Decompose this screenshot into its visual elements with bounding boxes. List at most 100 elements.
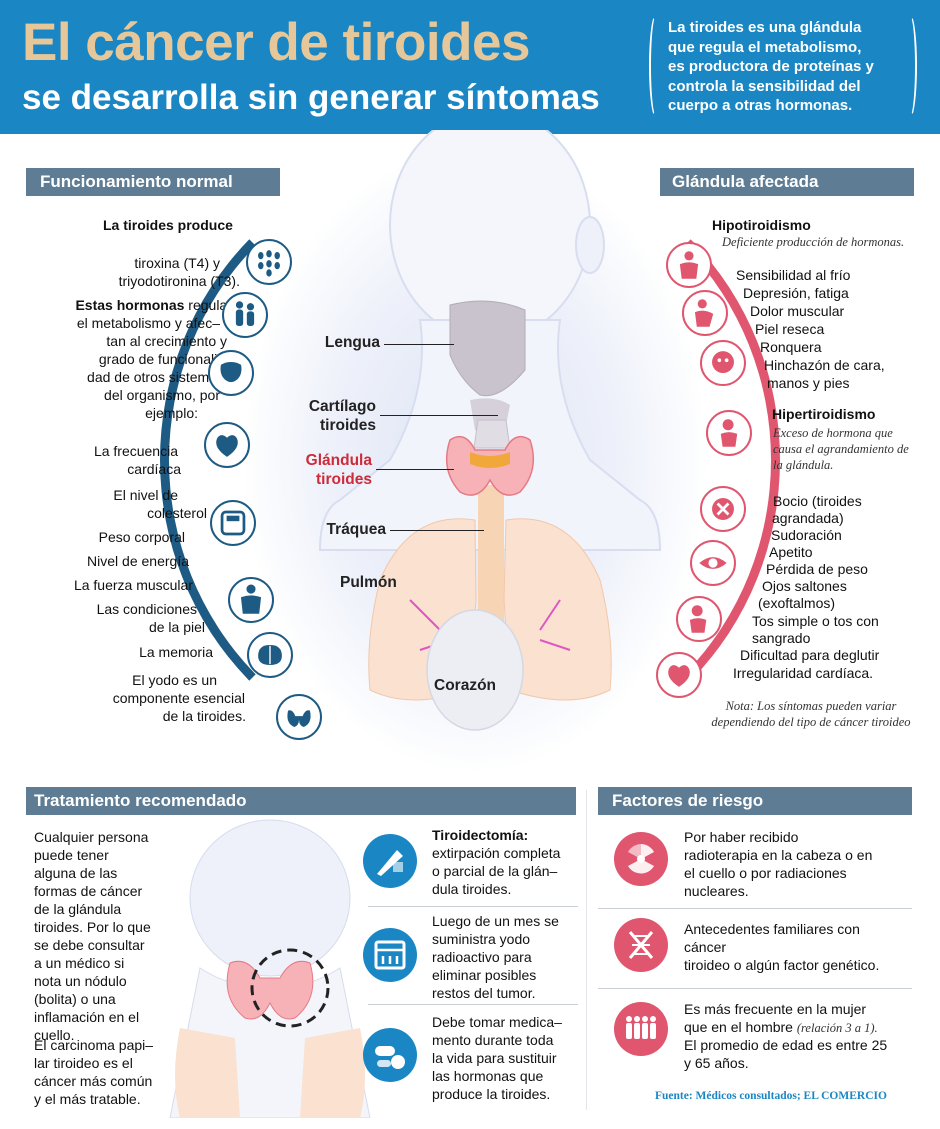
example-memory: La memoria	[139, 644, 213, 660]
iodine-line-1: componente esencial	[112, 690, 245, 706]
hypo-symptom-6: manos y pies	[767, 375, 850, 391]
calendar-icon	[363, 928, 417, 982]
scalpel-icon	[363, 834, 417, 888]
treatment-divider-1	[368, 906, 578, 907]
column-separator	[586, 790, 587, 1110]
regulate-line-0: Estas hormonas regulan	[75, 297, 235, 313]
hormone-t4: tiroxina (T4) y	[134, 255, 220, 271]
section-treatment-heading: Tratamiento recomendado	[26, 787, 576, 815]
hypo-title: Hipotiroidismo	[712, 217, 811, 233]
right-arc	[180, 150, 780, 770]
tired-person-icon	[682, 290, 728, 336]
hypo-symptom-4: Ronquera	[760, 339, 822, 355]
hyper-symptom-5: Ojos saltones	[762, 578, 847, 594]
risk-divider-1	[598, 908, 912, 909]
label-traquea: Tráquea	[326, 521, 386, 538]
regulate-line-1: el metabolismo y afec–	[76, 315, 220, 331]
heart-organ-icon	[656, 652, 702, 698]
eye-icon	[690, 540, 736, 586]
hormone-t3: triyodotironina (T3).	[118, 273, 240, 289]
hypo-symptom-2: Dolor muscular	[750, 303, 845, 319]
example-heart-rate-1: La frecuencia	[93, 443, 178, 459]
label-lengua: Lengua	[324, 334, 380, 351]
left-arc	[160, 150, 760, 770]
cold-person-icon	[666, 242, 712, 288]
risk-item-1: Antecedentes familiares con cáncer tiroi…	[684, 921, 880, 973]
hyper-symptom-2: Sudoración	[771, 527, 842, 543]
hyper-title: Hipertiroidismo	[772, 406, 876, 422]
heart-icon	[204, 422, 250, 468]
hyper-symptom-0: Bocio (tiroides	[773, 493, 862, 509]
carcinoma-text: El carcinoma papi– lar tiroideo es el cá…	[34, 1037, 154, 1107]
people-growth-icon	[222, 292, 268, 338]
label-pulmon: Pulmón	[340, 574, 397, 591]
hormone-dots-icon	[246, 239, 292, 285]
example-weight: Peso corporal	[98, 529, 185, 545]
treatment-intro: Cualquier persona puede tener alguna de …	[34, 829, 151, 1043]
hypo-symptom-1: Depresión, fatiga	[743, 285, 849, 301]
header-intro-text: La tiroides es una glándula que regula e…	[668, 19, 874, 114]
face-swelling-icon	[700, 340, 746, 386]
right-parenthesis	[903, 14, 917, 118]
radiation-icon	[614, 832, 668, 886]
brain-icon	[247, 632, 293, 678]
patient-illustration	[169, 819, 371, 1118]
organs-icon	[208, 350, 254, 396]
regulate-line-5: del organismo, por	[104, 387, 220, 403]
example-skin-1: Las condiciones	[96, 601, 197, 617]
source-credit: Fuente: Médicos consultados; EL COMERCIO	[655, 1090, 887, 1102]
regulate-line-2: tan al crecimiento y	[106, 333, 227, 349]
thyroid-icon	[276, 694, 322, 740]
regulate-line-6: ejemplo:	[145, 405, 198, 421]
label-corazon: Corazón	[434, 677, 496, 694]
regulate-line-3: grado de funcionali–	[98, 351, 225, 367]
sweat-appetite-icon	[700, 486, 746, 532]
example-energy: Nivel de energía	[87, 553, 189, 569]
header-banner: El cáncer de tiroides se desarrolla sin …	[0, 0, 940, 134]
treatment-item-0: Tiroidectomía: extirpación completa o pa…	[432, 827, 561, 897]
hyper-symptom-8: sangrado	[752, 630, 811, 646]
hyper-symptom-4: Pérdida de peso	[766, 561, 868, 577]
hypo-symptom-0: Sensibilidad al frío	[736, 267, 851, 283]
dna-icon	[614, 918, 668, 972]
example-cholesterol-2: colesterol	[147, 505, 207, 521]
example-heart-rate-2: cardíaca	[127, 461, 181, 477]
leader-traquea	[390, 530, 484, 531]
example-muscle: La fuerza muscular	[73, 577, 193, 593]
section-affected-heading: Glándula afectada	[660, 168, 914, 196]
hyper-symptom-1: agrandada)	[772, 510, 844, 526]
women-group-icon	[614, 1002, 668, 1056]
treatment-item-2: Debe tomar medica– mento durante toda la…	[432, 1014, 562, 1102]
hyper-symptom-6: (exoftalmos)	[758, 595, 836, 611]
subtitle: se desarrolla sin generar síntomas	[22, 78, 600, 117]
hyper-symptom-9: Dificultad para deglutir	[740, 647, 880, 663]
risk-item-2: Es más frecuente en la mujer que en el h…	[684, 1001, 888, 1071]
goiter-person-icon	[706, 410, 752, 456]
example-cholesterol-1: El nivel de	[113, 487, 178, 503]
main-title: El cáncer de tiroides	[22, 13, 530, 72]
treatment-divider-2	[368, 1004, 578, 1005]
risk-divider-2	[598, 988, 912, 989]
iodine-line-2: de la tiroides.	[162, 708, 246, 724]
section-risk-heading: Factores de riesgo	[598, 787, 912, 815]
hypo-desc: Deficiente producción de hormonas.	[722, 235, 905, 249]
regulate-line-4: dad de otros sistemas	[87, 369, 224, 385]
example-skin-2: de la piel	[148, 619, 205, 635]
cough-person-icon	[676, 596, 722, 642]
scale-icon	[210, 500, 256, 546]
pills-icon	[363, 1028, 417, 1082]
treatment-item-1: Luego de un mes se suministra yodo radio…	[432, 913, 559, 1001]
hypo-symptom-3: Piel reseca	[755, 321, 825, 337]
hypo-symptom-5: Hinchazón de cara,	[764, 357, 885, 373]
leader-cartilago	[380, 415, 498, 416]
hyper-symptom-10: Irregularidad cardíaca.	[733, 665, 874, 681]
muscle-person-icon	[228, 577, 274, 623]
iodine-line-0: El yodo es un	[132, 672, 217, 688]
produce-title: La tiroides produce	[103, 217, 233, 233]
hyper-symptom-7: Tos simple o tos con	[752, 613, 879, 629]
section-normal-heading: Funcionamiento normal	[26, 168, 280, 196]
